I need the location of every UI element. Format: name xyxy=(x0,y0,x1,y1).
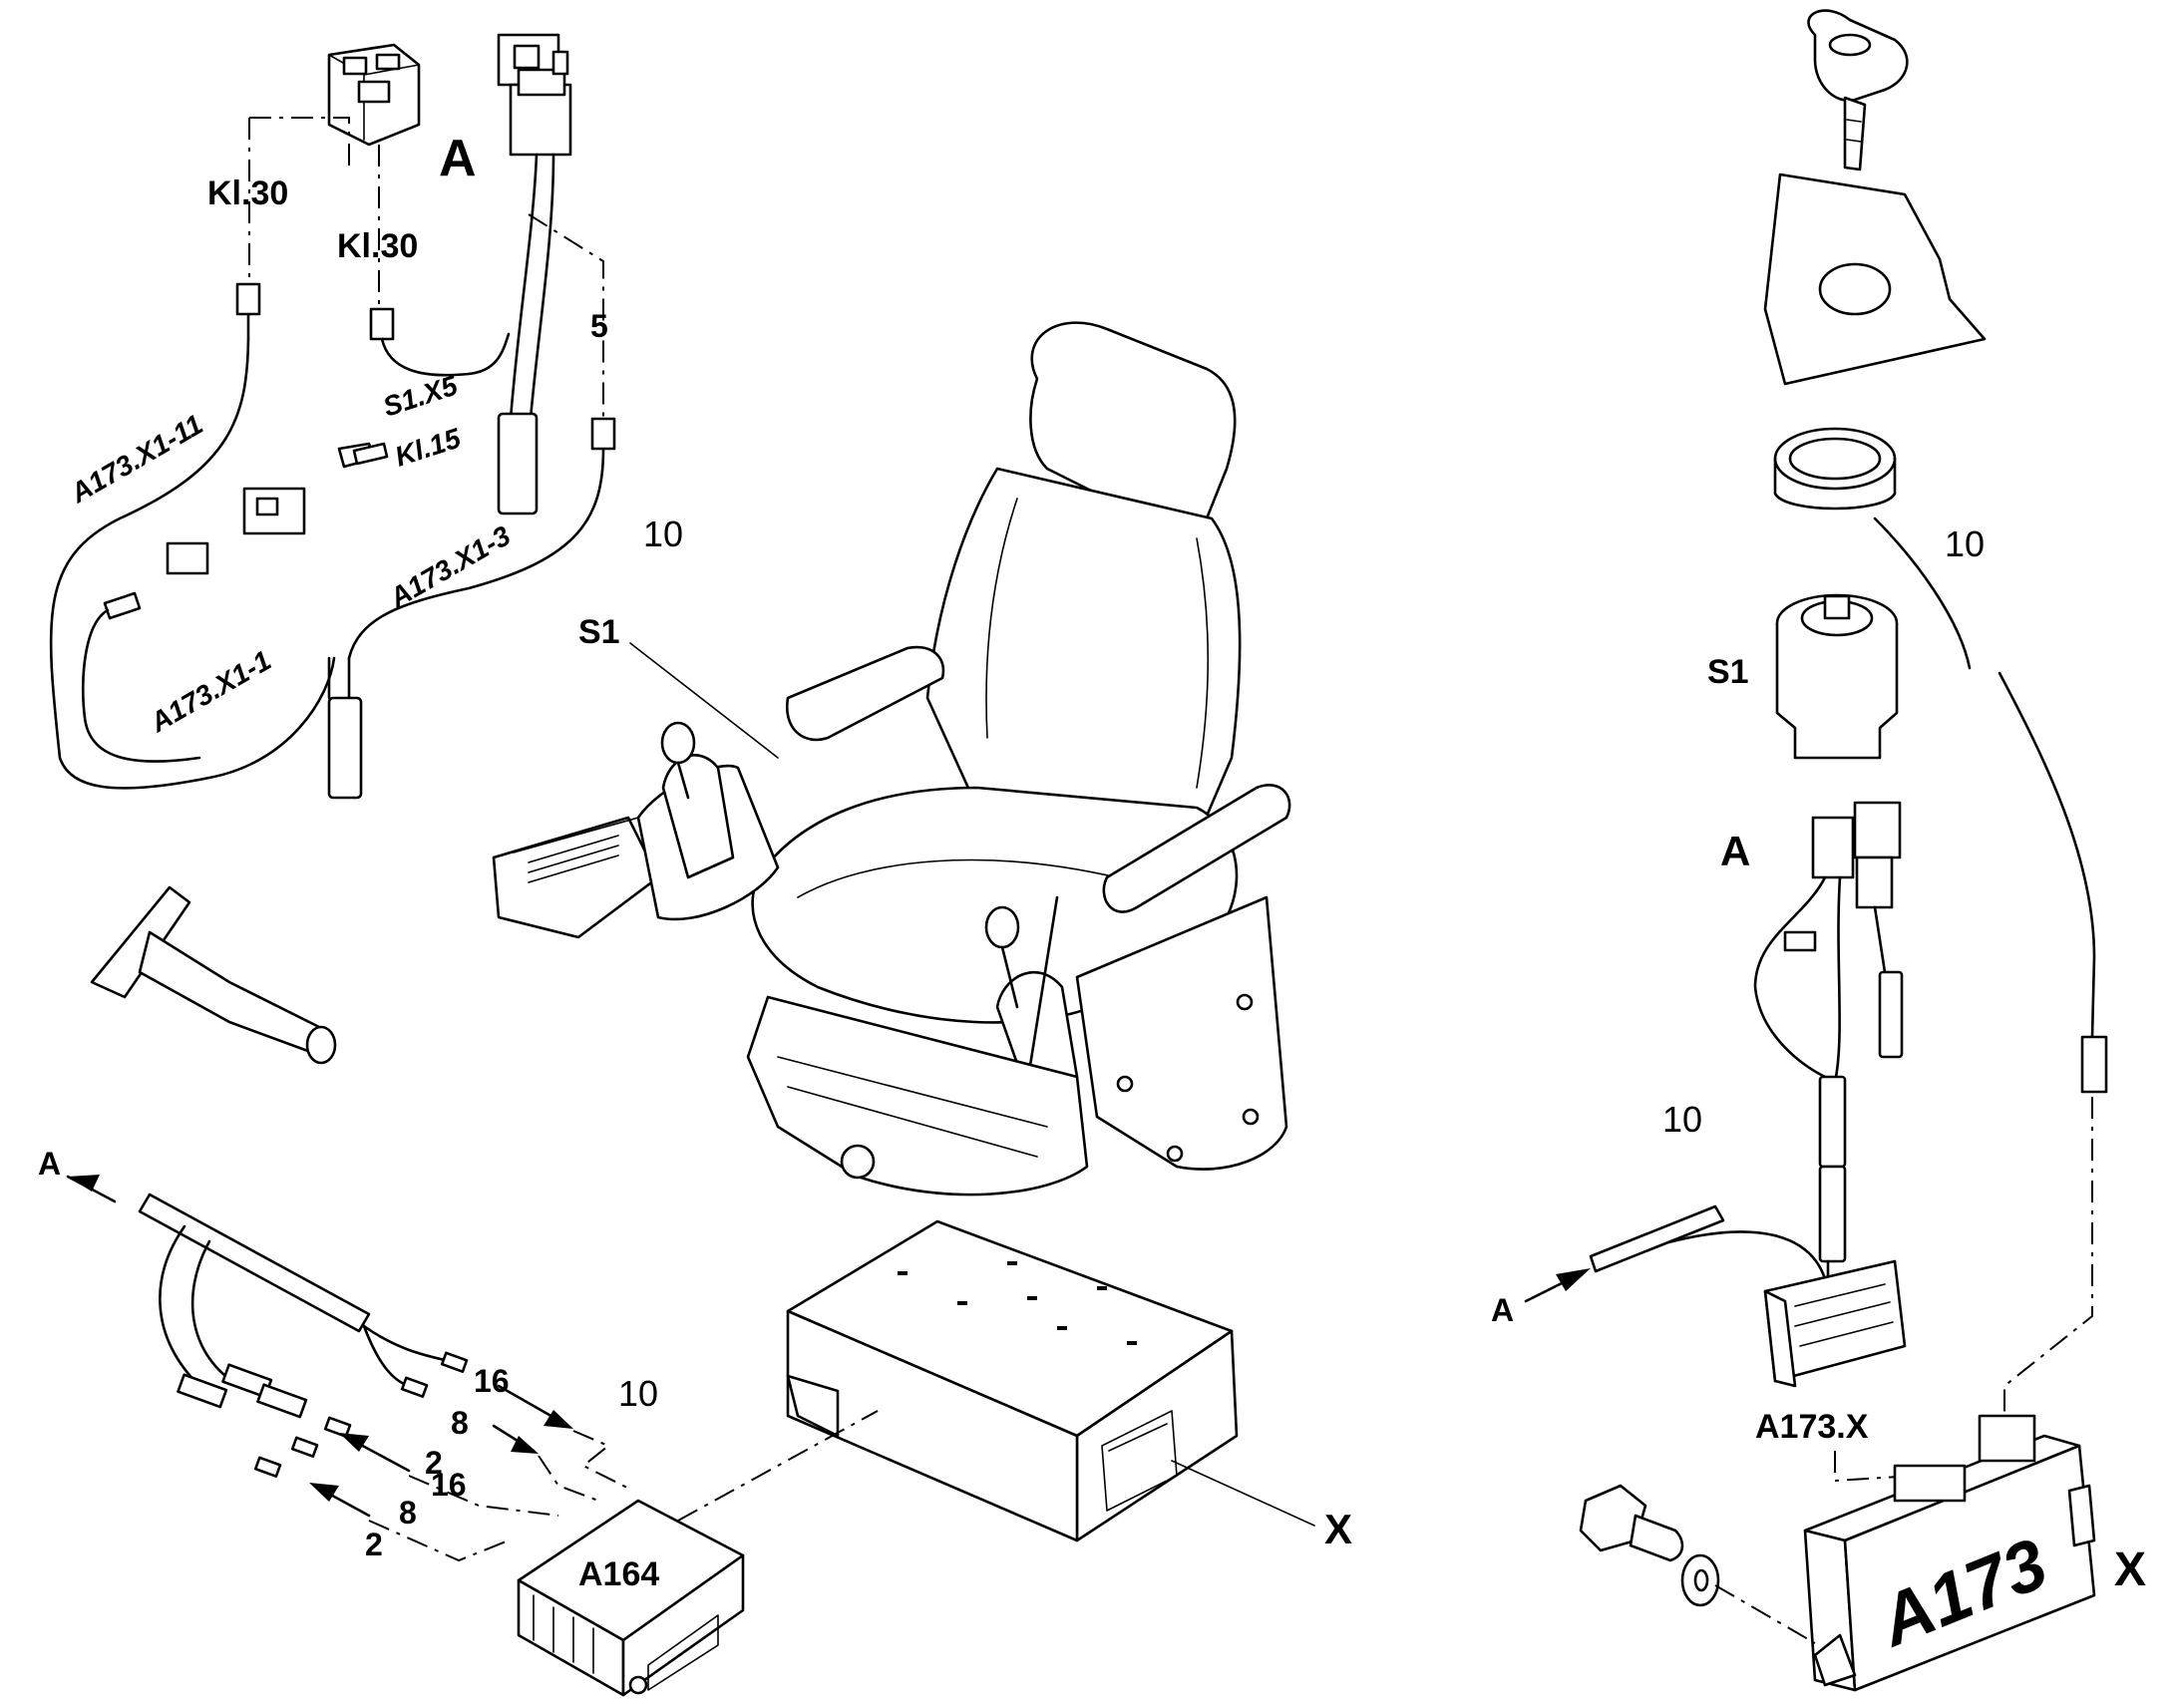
label-ten-right-top: 10 xyxy=(1945,523,1985,564)
mounting-plate-icon xyxy=(786,1219,1239,1542)
ignition-key-icon xyxy=(1807,9,1909,171)
label-a164: A164 xyxy=(578,1555,659,1593)
bolt-icon xyxy=(1579,1484,1684,1562)
dash-panel-cutout xyxy=(1763,172,1987,386)
ignition-switch-icon xyxy=(1775,593,1899,760)
label-x-mid: X xyxy=(1324,1506,1352,1552)
switch-connector-a xyxy=(1753,801,1904,1084)
terminal-kl30-right xyxy=(369,307,511,377)
label-eight-bottom: 8 xyxy=(399,1495,417,1531)
harness-plug-top xyxy=(497,33,572,157)
label-kl15: Kl.15 xyxy=(391,422,465,472)
label-a-arrow-left: A xyxy=(38,1146,61,1182)
label-ten-right-mid: 10 xyxy=(1662,1099,1702,1140)
label-ten-bottom: 10 xyxy=(618,1373,658,1414)
terminal-a173-x1-3 xyxy=(590,417,616,451)
plate-slots xyxy=(898,1261,1137,1345)
label-a-top-left: A xyxy=(439,130,477,187)
label-two-top: 2 xyxy=(425,1445,443,1481)
label-a-arrow-right: A xyxy=(1491,1292,1514,1328)
a164-pins xyxy=(177,1351,469,1478)
label-x-right: X xyxy=(2114,1543,2146,1596)
label-s1-left: S1 xyxy=(578,613,620,651)
connector-a173-x xyxy=(1763,1259,1907,1388)
label-sixteen-top: 16 xyxy=(474,1363,510,1399)
crimp-tool-icon xyxy=(90,885,337,1065)
label-kl30-left: Kl.30 xyxy=(207,174,288,212)
label-a173-x: A173.X xyxy=(1755,1408,1869,1446)
control-unit-a173-icon xyxy=(1803,1414,2096,1692)
label-a173-x1-1: A173.X1-1 xyxy=(145,644,276,738)
label-sixteen-bottom: 16 xyxy=(431,1467,467,1503)
label-kl30-right: Kl.30 xyxy=(337,227,418,265)
connector-s1-x5 xyxy=(81,442,389,763)
label-five: 5 xyxy=(590,308,608,344)
control-unit-a164-icon xyxy=(517,1499,745,1697)
label-s1-right: S1 xyxy=(1707,653,1749,691)
terminal-kl30-left xyxy=(235,282,261,341)
label-s1-x5: S1.X5 xyxy=(379,370,462,423)
operator-seat-icon xyxy=(492,321,1291,1196)
label-a173-x1-3: A173.X1-3 xyxy=(384,519,517,613)
label-a173-x1-11: A173.X1-11 xyxy=(65,409,208,510)
console-buttons xyxy=(528,835,619,883)
relay-connector-icon xyxy=(327,43,421,147)
label-two-bottom: 2 xyxy=(365,1527,383,1562)
bezel-ring xyxy=(1773,427,1897,511)
label-ten-left: 10 xyxy=(643,513,683,554)
label-a-right: A xyxy=(1720,828,1750,874)
washer-icon xyxy=(1680,1553,1720,1607)
label-eight-top: 8 xyxy=(451,1405,469,1441)
